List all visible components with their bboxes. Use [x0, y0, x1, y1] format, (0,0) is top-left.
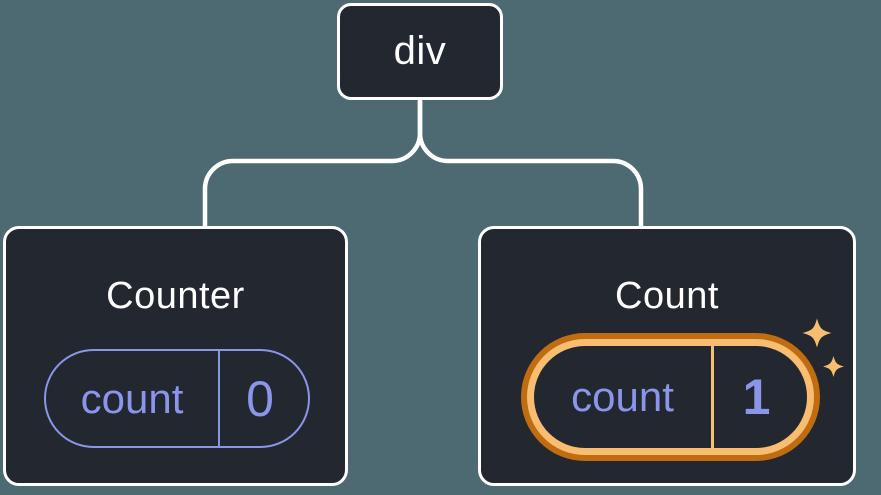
component-card-counter: Counter count 0	[3, 226, 348, 486]
state-pill-highlight-ring-inner: count 1	[527, 339, 814, 455]
component-card-count: Count count 1	[478, 226, 856, 486]
sparkle-icon-large	[802, 318, 832, 348]
state-pill-divider	[711, 346, 714, 448]
state-value-section: 1	[714, 346, 807, 448]
connector-right-branch	[417, 98, 644, 231]
state-key-section: count	[46, 351, 218, 446]
component-title-count: Count	[615, 275, 719, 317]
state-key-section: count	[534, 346, 711, 448]
state-pill-count: count 1	[534, 346, 807, 448]
state-pill-divider	[218, 351, 220, 446]
state-pill-highlight-ring: count 1	[521, 333, 820, 461]
state-pill-counter: count 0	[44, 349, 310, 448]
state-value-label: 0	[246, 370, 274, 427]
state-value-label: 1	[742, 369, 771, 425]
root-node-label: div	[393, 29, 447, 73]
connector-left-branch	[202, 98, 423, 231]
state-key-label: count	[571, 373, 674, 420]
component-title-counter: Counter	[106, 275, 245, 317]
sparkle-icon-small	[823, 356, 844, 377]
state-key-label: count	[80, 374, 184, 422]
root-node-div: div	[337, 3, 503, 100]
state-value-section: 0	[220, 351, 308, 446]
